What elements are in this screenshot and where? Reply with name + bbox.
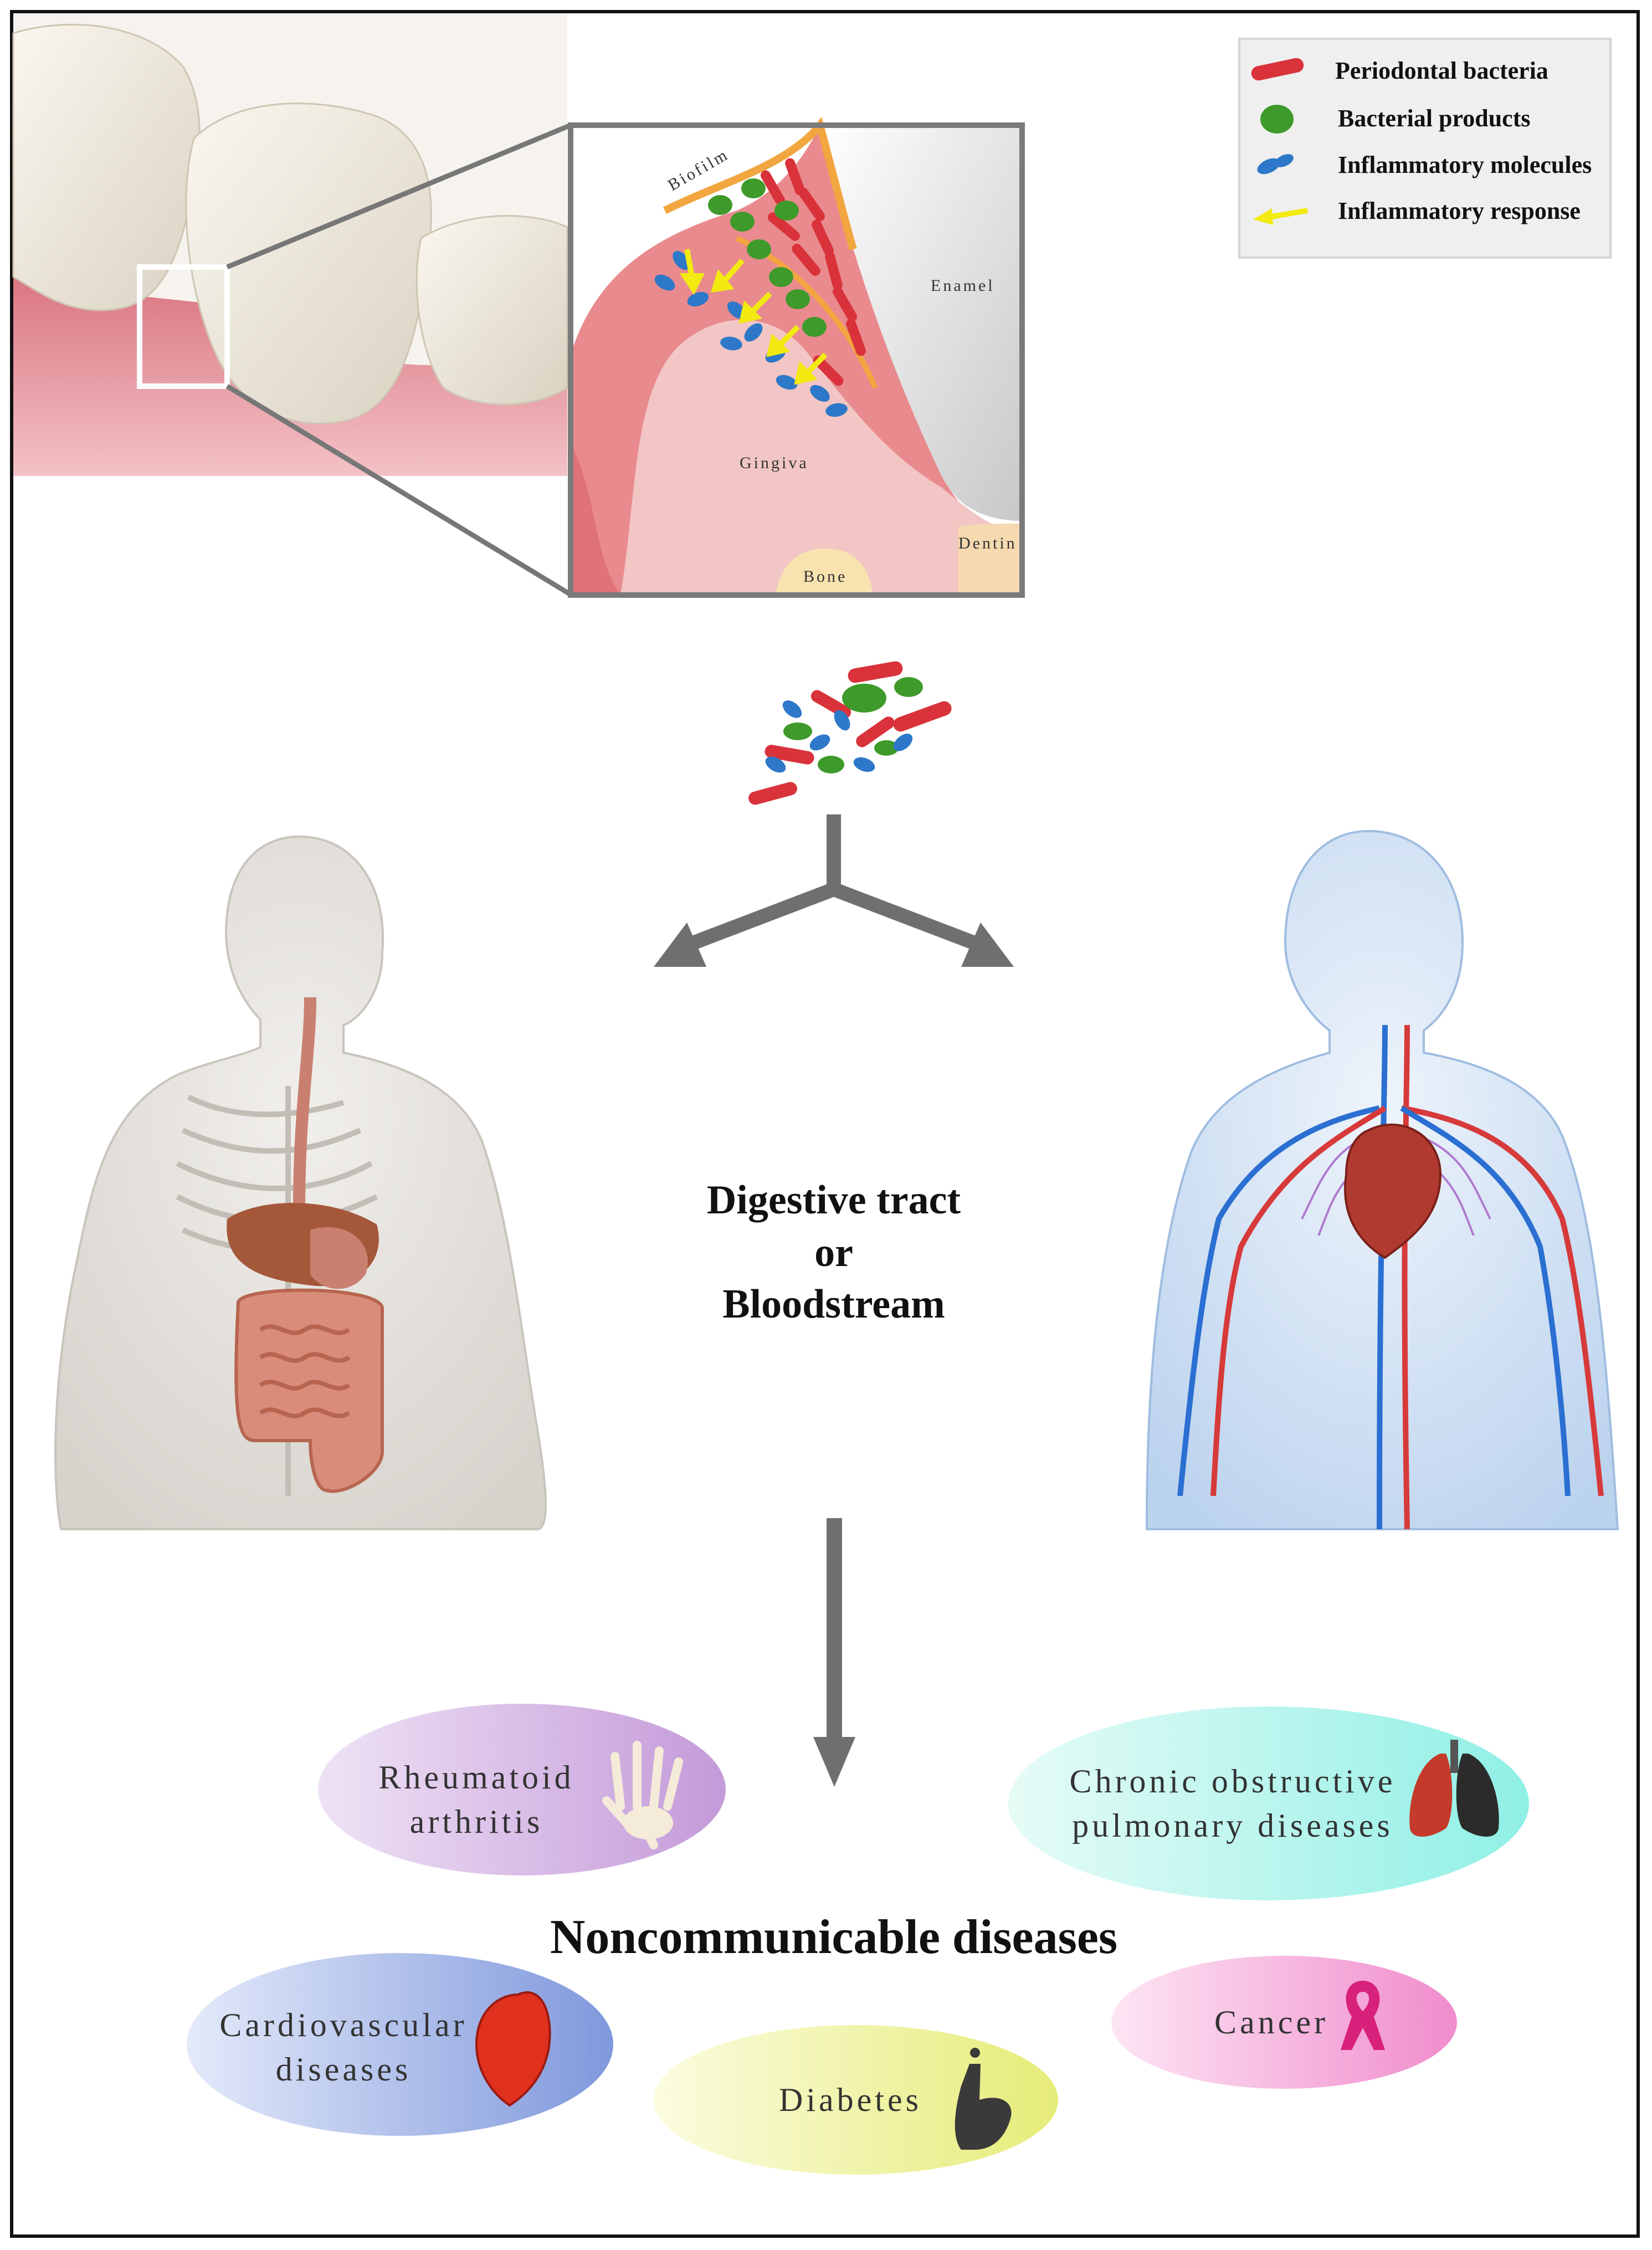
enamel-label: Enamel: [931, 276, 995, 295]
down-arrow: [813, 1518, 855, 1787]
lungs-icon: [1409, 1740, 1499, 1837]
legend-label-inflammatory-response: Inflammatory response: [1338, 197, 1581, 224]
bone-label: Bone: [803, 567, 847, 586]
circulatory-body-illustration: [1145, 829, 1619, 1530]
route-digestive-tract: Digestive tract: [707, 1177, 961, 1223]
dentin-label: Dentin: [958, 534, 1017, 552]
diabetes-label: Diabetes: [779, 2082, 922, 2118]
legend: Periodontal bacteria Bacterial products …: [1238, 38, 1612, 259]
hand-bones-icon: [602, 1741, 683, 1849]
legend-item-inflammatory-molecules: Inflammatory molecules: [1257, 151, 1592, 178]
copd-ellipse: [1008, 1706, 1529, 1900]
legend-label-periodontal-bacteria: Periodontal bacteria: [1335, 57, 1548, 84]
digestive-body-illustration: [54, 835, 547, 1530]
route-bloodstream: Bloodstream: [722, 1282, 945, 1327]
route-or: or: [814, 1230, 853, 1275]
disease-copd: Chronic obstructive pulmonary diseases: [1008, 1706, 1529, 1900]
legend-label-bacterial-products: Bacterial products: [1338, 105, 1531, 132]
heart-icon: [475, 1991, 551, 2107]
cardio-label-line2: diseases: [276, 2051, 412, 2088]
copd-label-line1: Chronic obstructive: [1070, 1763, 1396, 1800]
disease-rheumatoid-arthritis: Rheumatoid arthritis: [318, 1704, 726, 1875]
zoom-selection-box: [137, 264, 230, 389]
bacteria-cluster-center: [748, 661, 952, 805]
cancer-label: Cancer: [1214, 2004, 1328, 2041]
disease-cardiovascular: Cardiovascular diseases: [187, 1953, 613, 2136]
yellow-arrow-icon: [1253, 208, 1308, 225]
rheumatoid-label-line1: Rheumatoid: [378, 1759, 574, 1796]
teeth-illustration: [12, 13, 572, 597]
blue-molecule-icon: [1257, 154, 1294, 175]
legend-label-inflammatory-molecules: Inflammatory molecules: [1338, 151, 1592, 178]
figure-frame: [10, 10, 1640, 2238]
rheumatoid-label-line2: arthritis: [410, 1803, 543, 1840]
noncommunicable-diseases-title: Noncommunicable diseases: [550, 1910, 1117, 1964]
fork-arrow: [654, 814, 1014, 967]
zoom-line-bottom: [225, 384, 572, 597]
legend-item-bacterial-products: Bacterial products: [1260, 105, 1531, 134]
cardio-label-line1: Cardiovascular: [219, 2007, 467, 2043]
disease-diabetes: Diabetes: [654, 2025, 1058, 2175]
gingiva-label: Gingiva: [740, 454, 809, 472]
gingival-inset: Biofilm Enamel Gingiva Dentin Bone: [568, 116, 1025, 598]
rheumatoid-ellipse: [318, 1704, 726, 1875]
legend-item-inflammatory-response: Inflammatory response: [1253, 197, 1581, 225]
inflammatory-response-arrows: [679, 249, 828, 385]
copd-label-line2: pulmonary diseases: [1072, 1807, 1393, 1844]
route-text: Digestive tract or Bloodstream: [707, 1177, 961, 1327]
disease-cancer: Cancer: [1111, 1956, 1457, 2089]
legend-item-periodontal-bacteria: Periodontal bacteria: [1251, 57, 1548, 84]
pink-ribbon-icon: [1341, 1981, 1385, 2050]
red-rod-bacteria-icon: [1251, 58, 1304, 81]
finger-prick-icon: [955, 2048, 1012, 2150]
zoom-line-top: [226, 122, 572, 270]
green-blob-icon: [1260, 105, 1294, 134]
